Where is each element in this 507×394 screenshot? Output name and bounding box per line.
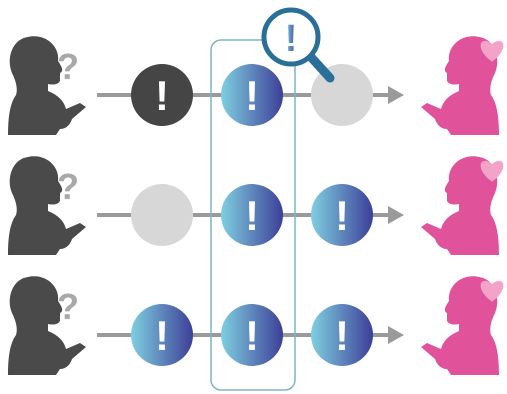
heart-icon: [480, 160, 504, 182]
question-mark-icon: ?: [57, 166, 79, 207]
heart-icon: [480, 280, 504, 302]
arrowhead-icon: [388, 206, 404, 224]
heart-icon: [480, 40, 504, 62]
gradient-step-node: [311, 304, 373, 366]
alert-icon: !: [335, 192, 349, 239]
highlight-frame: [210, 39, 296, 391]
gradient-step-node: [221, 184, 283, 246]
alert-icon: !: [155, 72, 169, 119]
arrowhead-icon: [388, 86, 404, 104]
unsure-user-icon: [8, 276, 86, 375]
question-mark-icon: ?: [57, 286, 79, 327]
rows-layer: ?!!?!!?!!!: [8, 36, 504, 375]
alert-icon: !: [245, 72, 259, 119]
journey-row: ?!!: [8, 36, 504, 135]
happy-user-icon: [421, 36, 499, 135]
alert-icon: !: [335, 312, 349, 359]
journey-row: ?!!: [8, 156, 504, 255]
dark-step-node: [131, 64, 193, 126]
journey-row: ?!!!: [8, 276, 504, 375]
gradient-step-node: [221, 64, 283, 126]
gradient-step-node: [131, 304, 193, 366]
unsure-user-icon: [8, 36, 86, 135]
magnifier-icon: !: [261, 7, 335, 83]
alert-icon: !: [155, 312, 169, 359]
inactive-step-node: [131, 184, 193, 246]
unsure-user-icon: [8, 156, 86, 255]
alert-icon: !: [245, 312, 259, 359]
arrowhead-icon: [388, 326, 404, 344]
happy-user-icon: [421, 156, 499, 255]
alert-icon: !: [285, 18, 298, 60]
happy-user-icon: [421, 276, 499, 375]
gradient-step-node: [311, 184, 373, 246]
highlight-layer: !: [210, 7, 335, 391]
alert-icon: !: [245, 192, 259, 239]
question-mark-icon: ?: [57, 46, 79, 87]
gradient-step-node: [221, 304, 283, 366]
